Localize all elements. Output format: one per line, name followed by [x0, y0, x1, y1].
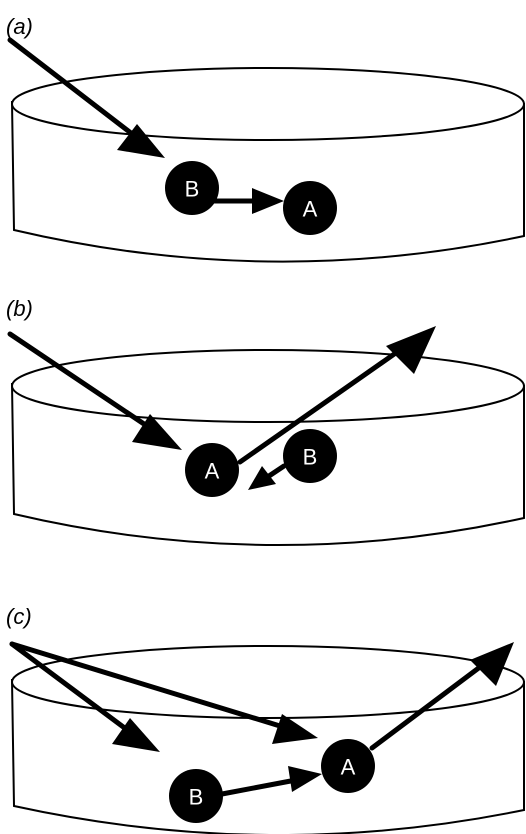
dish-c-rim: [11, 645, 525, 719]
node-b-panel-a-label: B: [185, 177, 200, 202]
panel-label-c: (c): [6, 604, 32, 629]
arrow-b-incoming-line: [7, 331, 153, 431]
node-a-panel-a-circle: [283, 181, 337, 235]
panel-c: (c) B A: [6, 604, 525, 834]
arrow-b-b-to-a-head: [248, 466, 276, 490]
node-b-panel-c: B: [169, 769, 223, 823]
node-b-panel-b-label: B: [303, 445, 318, 470]
arrow-a-incoming-head: [117, 124, 165, 158]
node-a-panel-c-circle: [321, 739, 375, 793]
node-b-panel-a: B: [165, 161, 219, 215]
node-b-panel-a-circle: [165, 161, 219, 215]
arrow-b-outgoing-head: [386, 326, 436, 374]
arrow-c-b-to-a-line: [219, 777, 299, 797]
dish-c: [10, 645, 525, 834]
node-a-panel-c: A: [321, 739, 375, 793]
node-a-panel-a-label: A: [303, 197, 318, 222]
node-a-panel-a: A: [283, 181, 337, 235]
node-a-panel-b: A: [185, 443, 239, 497]
arrow-c-outgoing-head: [470, 642, 514, 686]
arrow-c-to-b-head: [112, 718, 160, 752]
arrow-a-b-to-a-head: [252, 188, 284, 214]
arrow-c-to-a-line: [9, 641, 283, 729]
panel-label-b: (b): [6, 296, 33, 321]
arrow-c-b-to-a-head: [288, 766, 322, 792]
panel-label-a: (a): [6, 14, 33, 39]
node-a-panel-b-circle: [185, 443, 239, 497]
arrow-b-incoming-head: [132, 414, 182, 450]
node-b-panel-b-circle: [283, 429, 337, 483]
arrow-b-outgoing-line: [237, 347, 403, 465]
dish-c-body: [10, 678, 525, 834]
panel-a: (a) B A: [6, 14, 525, 263]
node-b-panel-c-circle: [169, 769, 223, 823]
arrow-a-incoming-line: [7, 37, 143, 143]
node-b-panel-b: B: [283, 429, 337, 483]
node-a-panel-b-label: A: [205, 459, 220, 484]
arrow-c-to-a-head: [272, 714, 318, 744]
dish-b-rim: [11, 349, 525, 423]
arrow-c-outgoing-line: [369, 661, 487, 751]
dish-b: [10, 349, 525, 547]
node-a-panel-c-label: A: [341, 755, 356, 780]
dish-a: [10, 67, 525, 263]
node-b-panel-c-label: B: [189, 785, 204, 810]
dish-a-rim: [11, 67, 525, 141]
panel-b: (b) A B: [6, 296, 525, 547]
arrow-c-to-b-line: [9, 641, 133, 735]
